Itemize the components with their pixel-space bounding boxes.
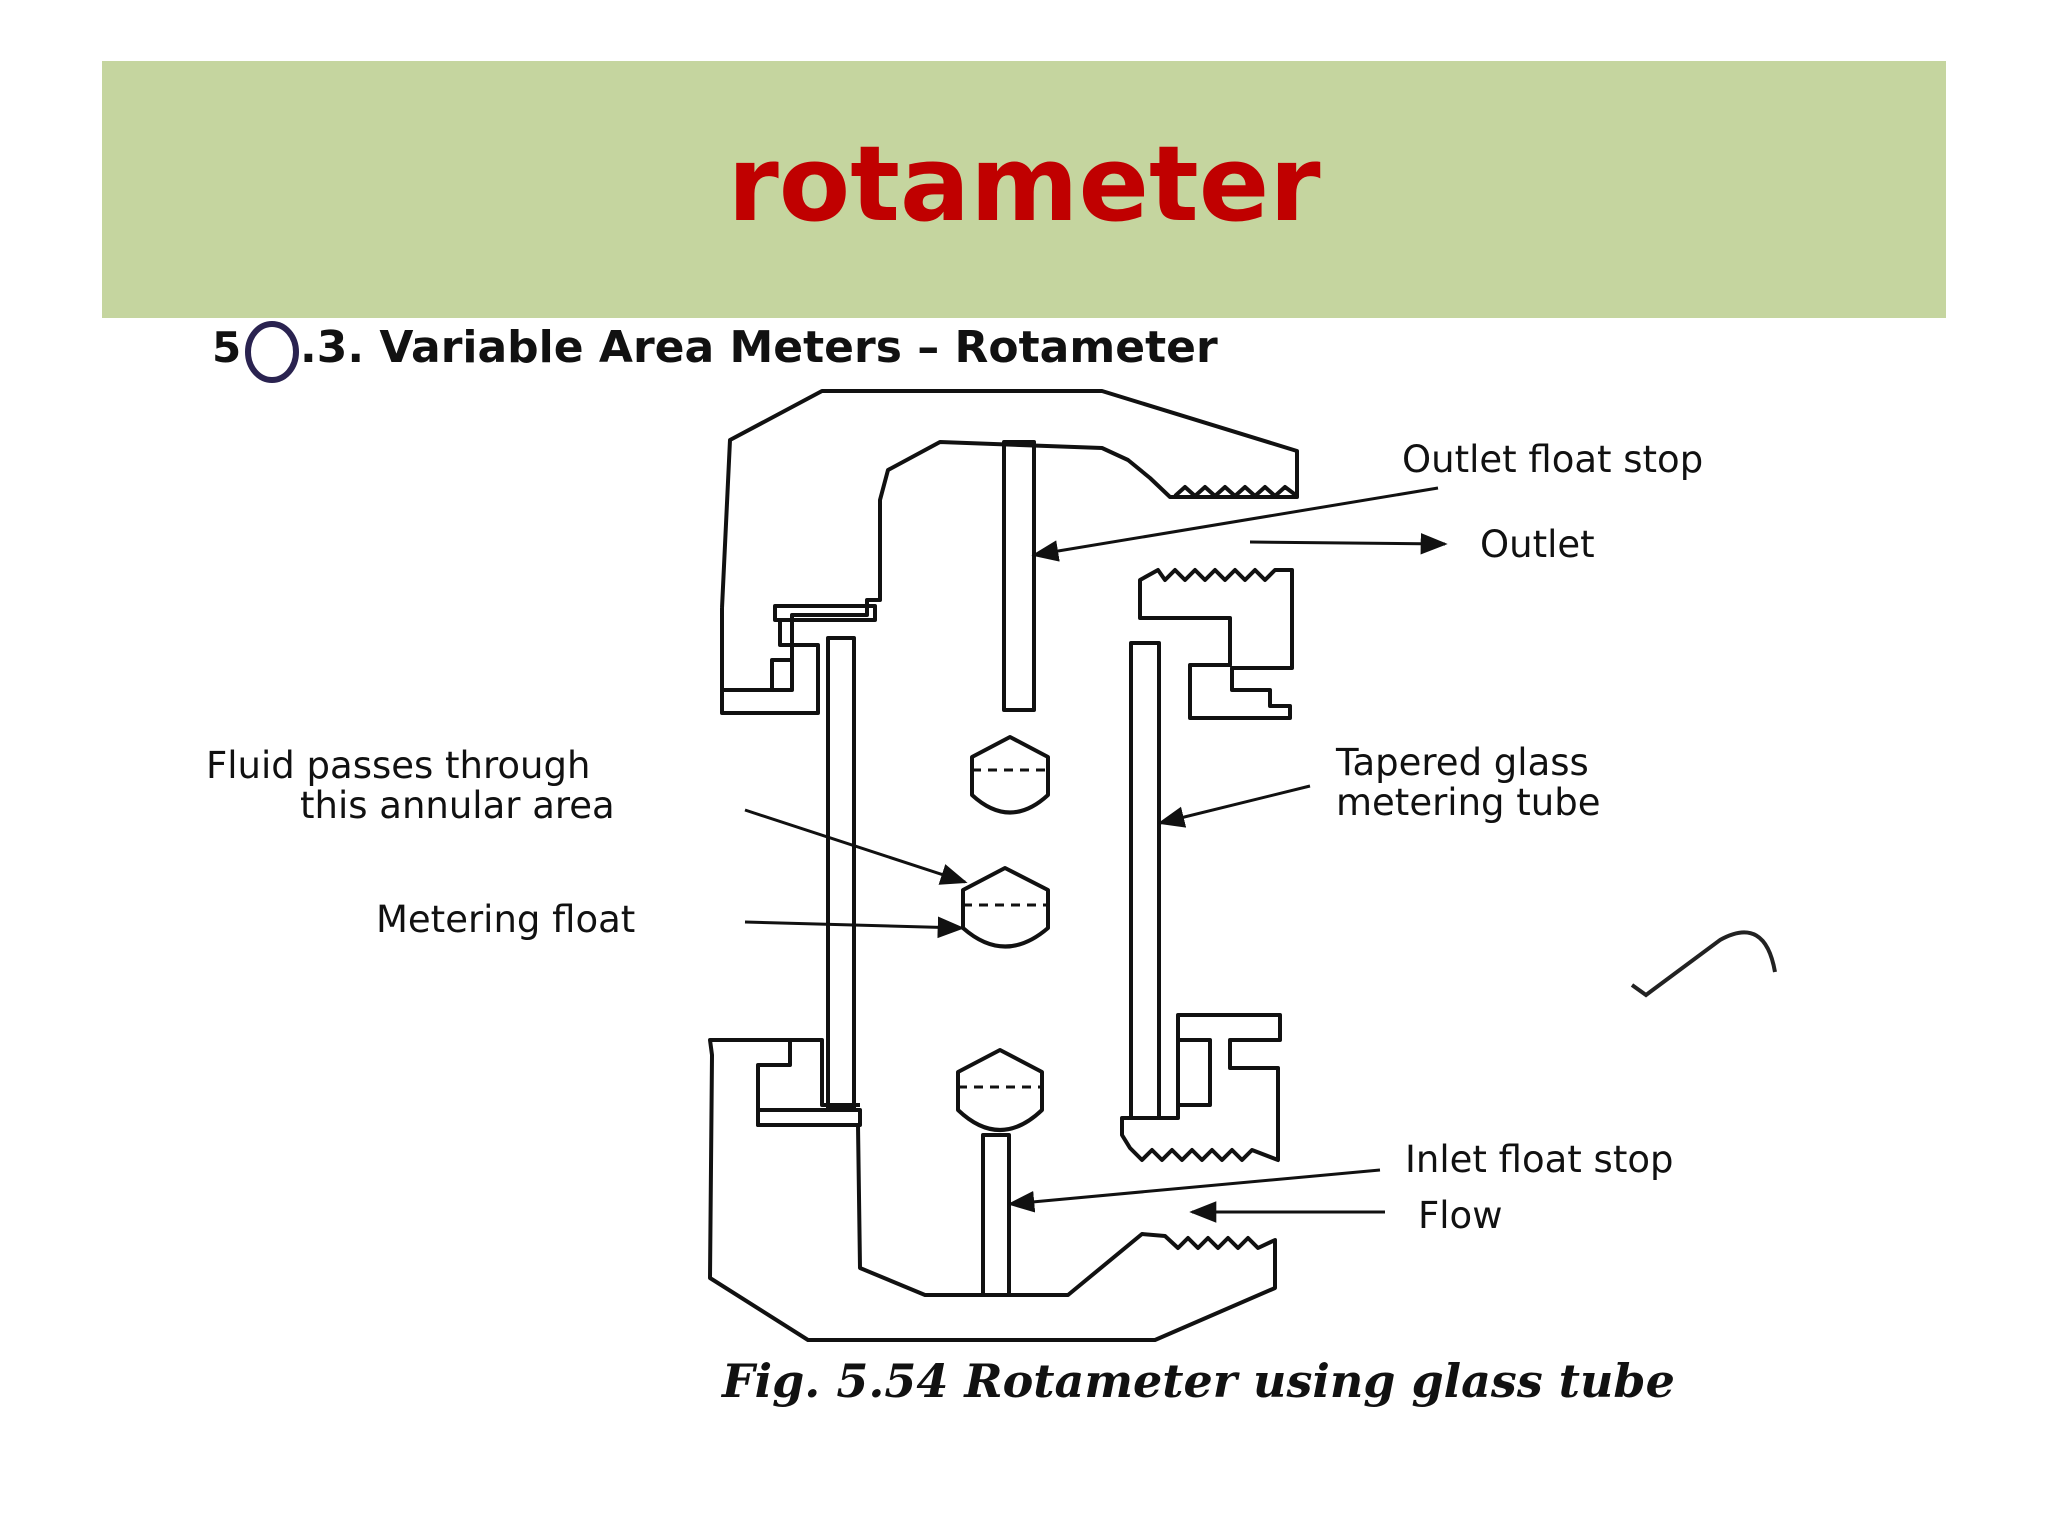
label-outlet-float-stop: Outlet float stop (1402, 438, 1703, 481)
left-glass-tube (826, 636, 856, 1110)
lower-housing-left (708, 1038, 1277, 1342)
lower-right-flange (1120, 1013, 1282, 1162)
upper-thread (1173, 485, 1299, 498)
ink-circle (245, 321, 299, 383)
arrow-outlet (1249, 532, 1448, 555)
leader-outlet-stop (1031, 486, 1439, 562)
inlet-stop-rod (981, 1133, 1011, 1297)
leader-inlet-stop (1007, 1168, 1381, 1213)
float-bottom (956, 1048, 1044, 1132)
label-tapered-line1: Tapered glass (1335, 741, 1589, 784)
lower-right-step (1178, 1038, 1212, 1107)
label-inlet-float-stop: Inlet float stop (1405, 1138, 1673, 1181)
leader-annular-area (744, 808, 968, 885)
upper-left-step (720, 608, 790, 692)
leader-tapered-tube (1157, 784, 1311, 828)
title-banner: rotameter (102, 61, 1946, 318)
leader-metering-float (744, 916, 965, 939)
slide-title: rotameter (727, 122, 1321, 245)
upper-housing (720, 389, 1299, 692)
outlet-stop-rod (1002, 440, 1036, 712)
figure-caption: Fig. 5.54 Rotameter using glass tube (720, 1354, 1675, 1408)
label-metering-float: Metering float (376, 898, 635, 941)
label-tapered-line2: metering tube (1336, 781, 1600, 824)
label-outlet: Outlet (1480, 523, 1595, 566)
label-fluid-line2: this annular area (300, 784, 615, 827)
outlet-lower-flange (1138, 568, 1294, 720)
float-top (970, 735, 1050, 815)
right-glass-tube (1129, 641, 1161, 1120)
label-flow: Flow (1418, 1194, 1502, 1237)
lower-left-step (790, 1038, 860, 1107)
metering-float (961, 866, 1050, 949)
lower-left-flange (756, 1108, 862, 1127)
figure-heading-number: 5 (212, 323, 241, 372)
label-fluid-line1: Fluid passes through (206, 744, 590, 787)
upper-left-flange (773, 604, 877, 622)
tick-mark (1630, 930, 1777, 998)
upper-left-lower-step (720, 620, 820, 715)
figure-heading: .3. Variable Area Meters – Rotameter (300, 322, 1218, 373)
